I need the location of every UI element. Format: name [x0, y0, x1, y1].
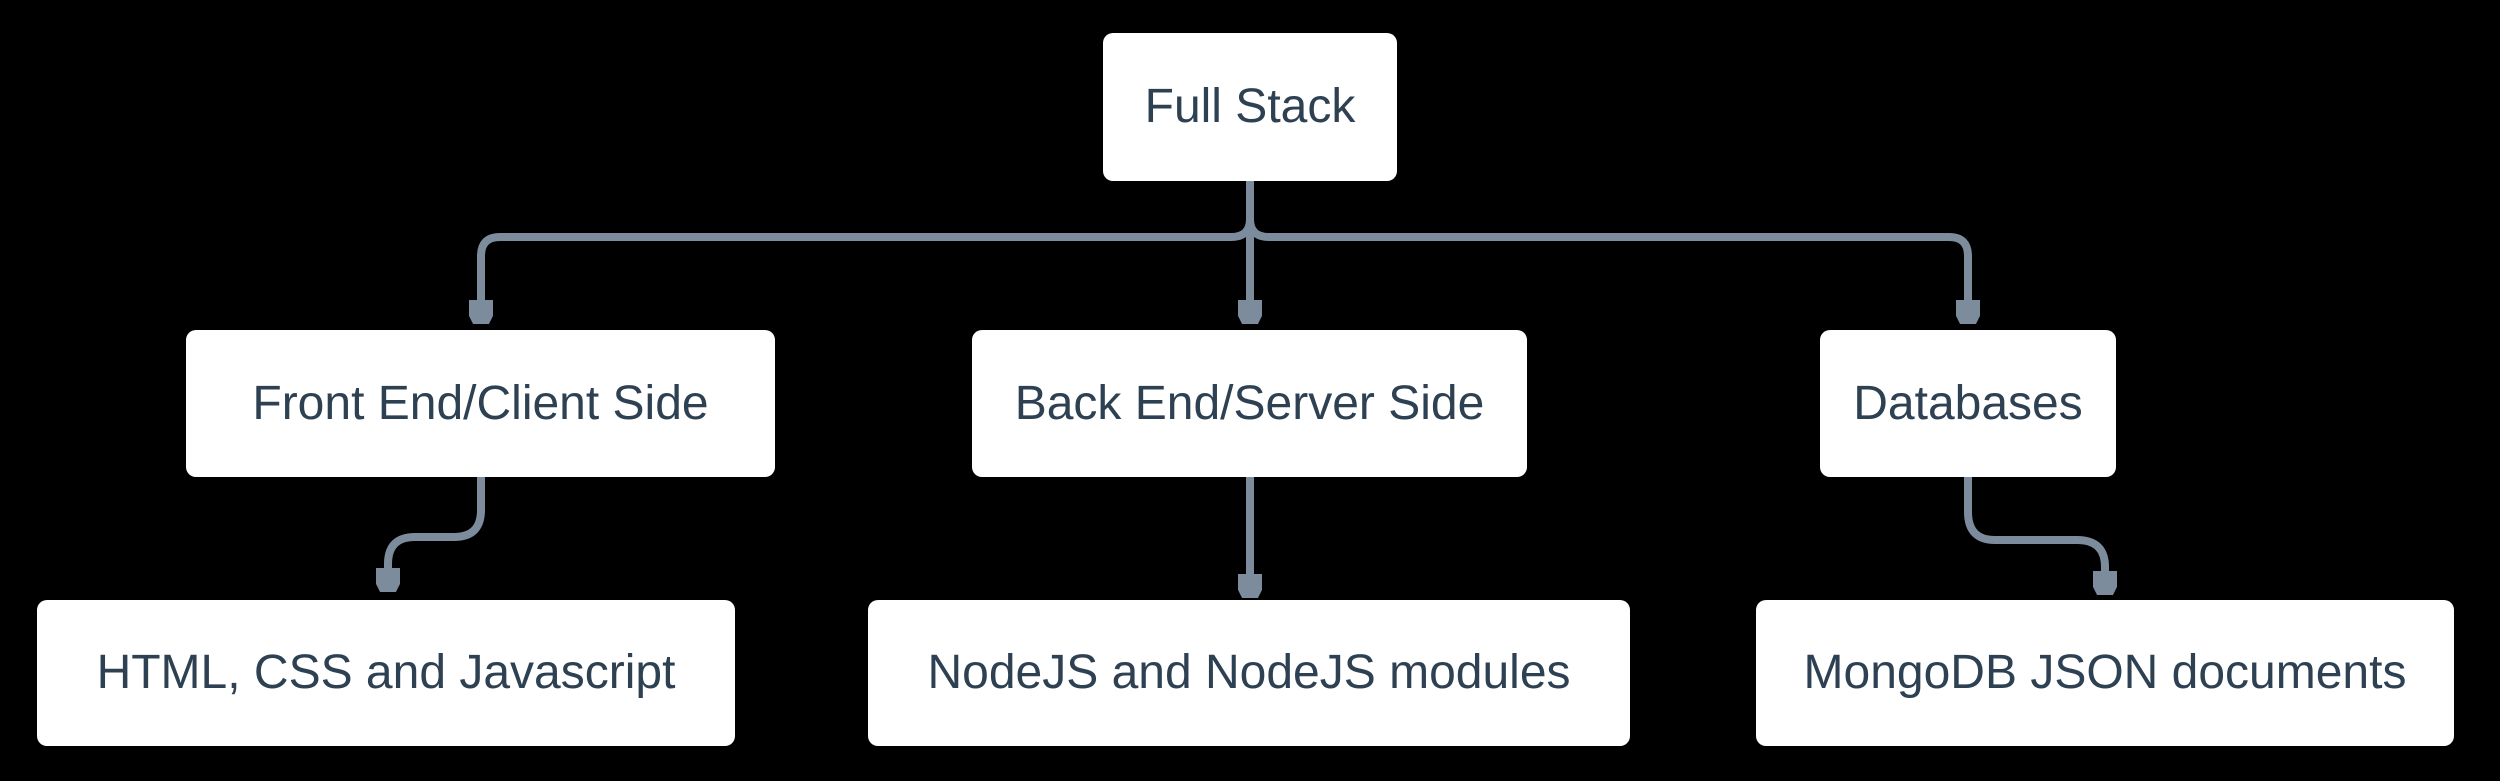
- node-nodejs: NodeJS and NodeJS modules: [868, 600, 1630, 746]
- node-label: NodeJS and NodeJS modules: [927, 646, 1571, 699]
- edge-databases-mongodb: [1964, 477, 2105, 593]
- node-front-end: Front End/Client Side: [186, 330, 775, 477]
- node-databases: Databases: [1820, 330, 2116, 477]
- edge-full-stack-databases: [1246, 181, 1968, 322]
- edge-front-end-html-css-js: [388, 477, 485, 590]
- node-label: Databases: [1853, 376, 2083, 430]
- node-mongodb: MongoDB JSON documents: [1756, 600, 2454, 746]
- node-label: Back End/Server Side: [1014, 376, 1485, 430]
- node-label: MongoDB JSON documents: [1803, 646, 2407, 699]
- node-full-stack: Full Stack: [1103, 33, 1397, 181]
- edge-full-stack-front-end: [481, 181, 1254, 322]
- node-html-css-js: HTML, CSS and Javascript: [37, 600, 735, 746]
- node-label: Full Stack: [1144, 80, 1356, 133]
- node-label: Front End/Client Side: [252, 376, 709, 430]
- node-back-end: Back End/Server Side: [972, 330, 1527, 477]
- node-label: HTML, CSS and Javascript: [96, 646, 676, 699]
